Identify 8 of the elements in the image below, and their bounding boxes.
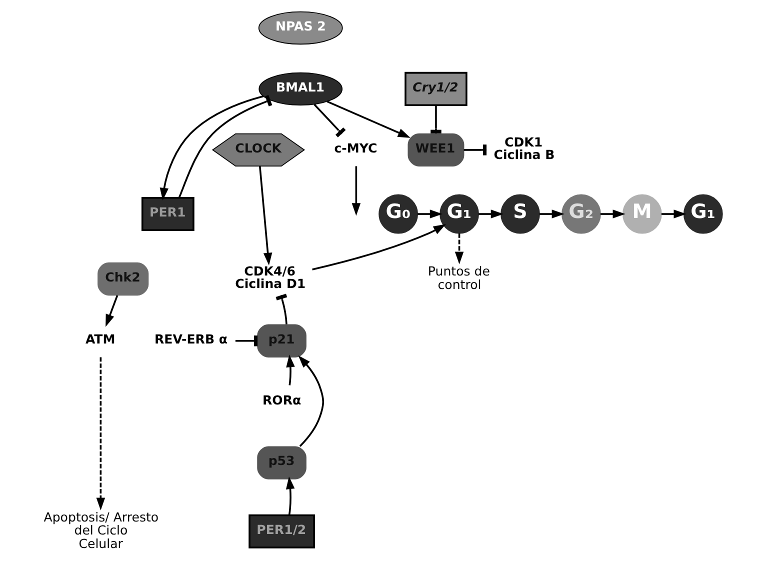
node-text: REV-ERB α xyxy=(154,331,228,346)
node-text: Apoptosis/ Arresto del Ciclo Celular xyxy=(44,509,159,552)
node-text: RORα xyxy=(262,392,302,408)
node-text: Puntos de control xyxy=(428,264,490,292)
node-text: CDK4/6 Ciclina D1 xyxy=(235,264,306,292)
node-text: CDK1 Ciclina B xyxy=(494,134,555,162)
node-text: ATM xyxy=(85,331,116,346)
node-text: c-MYC xyxy=(334,140,378,156)
